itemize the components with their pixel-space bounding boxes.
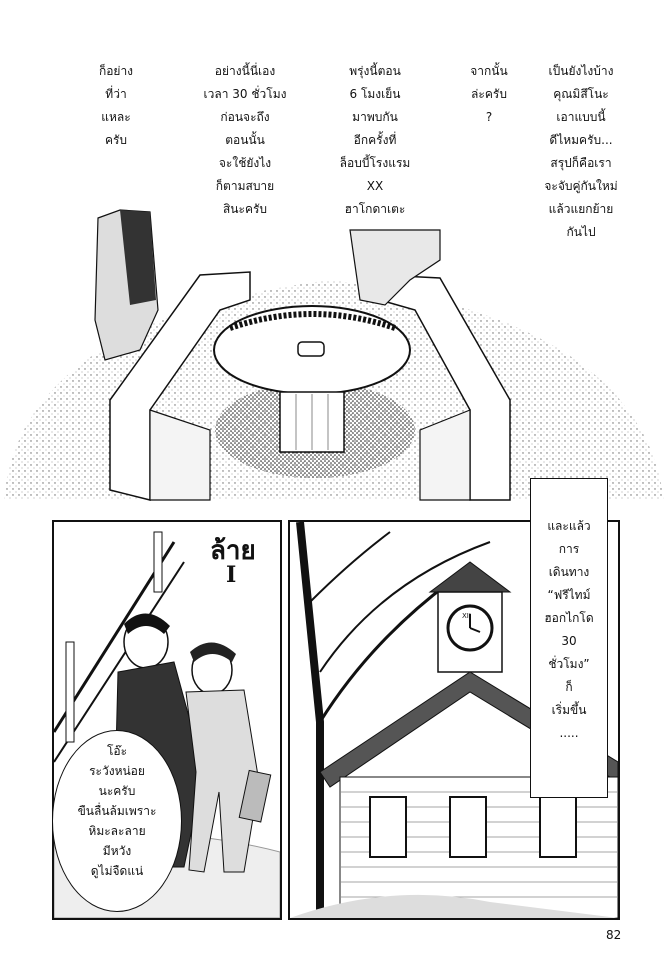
speech-column-4: จากนั้นล่ะครับ? xyxy=(458,60,520,129)
speech-line: ตอนนั้น xyxy=(225,133,265,147)
narration-line: 30 xyxy=(561,634,577,648)
bubble-line: ดูไม่จืดแน่ xyxy=(90,864,144,878)
speech-line: ล็อบบี้โรงแรม xyxy=(339,156,411,170)
speech-line: เอาแบบนี้ xyxy=(556,110,606,124)
speech-line: แหละ xyxy=(101,110,131,124)
bubble-line: ระวังหน่อย xyxy=(89,764,145,778)
bubble-line: หิมะละลาย xyxy=(88,824,146,838)
speech-line: ก่อนจะถึง xyxy=(220,110,270,124)
narration-line: “ฟรีไทม์ xyxy=(547,588,591,602)
speech-line: อย่างนี้นี่เอง xyxy=(214,64,276,78)
speech-line: ฮาโกดาเตะ xyxy=(344,202,406,216)
speech-line: คุณมิสึโนะ xyxy=(553,87,609,101)
bubble-line: ขืนลื่นล้มเพราะ xyxy=(77,804,157,818)
speech-line: เวลา 30 ชั่วโมง xyxy=(203,87,287,101)
speech-line: สินะครับ xyxy=(222,202,268,216)
speech-line: กันไป xyxy=(566,225,596,239)
narration-box: และแล้วการเดินทาง “ฟรีไทม์ฮอกไกโด 30 ชั่วโม… xyxy=(530,478,608,798)
narration-line: การ xyxy=(558,542,580,556)
narration-line: ฮอกไกโด xyxy=(544,611,594,625)
speech-line: พรุ่งนี้ตอน xyxy=(349,64,401,78)
speech-line: จากนั้น xyxy=(470,64,508,78)
sound-effect: ล้าย xyxy=(210,536,256,566)
speech-line: 6 โมงเย็น xyxy=(349,87,401,101)
speech-line: ดีไหมครับ... xyxy=(549,133,613,147)
speech-column-1: ก็อย่างที่ว่าแหละครับ xyxy=(88,60,144,152)
sound-effect-mark: I xyxy=(226,562,237,588)
speech-line: จะจับคู่กันใหม่ xyxy=(544,179,618,193)
narration-line: เดินทาง xyxy=(548,565,590,579)
narration-line: ชั่วโมง” xyxy=(548,657,590,671)
speech-line: ก็อย่าง xyxy=(98,64,134,78)
speech-line: ครับ xyxy=(104,133,128,147)
speech-line: จะใช้ยังไง xyxy=(218,156,272,170)
clock-numeral: XII xyxy=(462,612,471,620)
bubble-line: โอ๊ะ xyxy=(106,744,128,758)
plaza-illustration xyxy=(0,200,668,506)
speech-line: ที่ว่า xyxy=(105,87,127,101)
speech-line: ก็ตามสบาย xyxy=(215,179,275,193)
bubble-line: มีหวัง xyxy=(102,844,132,858)
speech-line: XX xyxy=(366,179,384,193)
speech-line: มาพบกัน xyxy=(352,110,398,124)
speech-column-2: อย่างนี้นี่เองเวลา 30 ชั่วโมงก่อนจะถึงตอ… xyxy=(190,60,300,221)
plaza-art xyxy=(4,209,664,501)
speech-line: สรุปก็คือเรา xyxy=(550,156,612,170)
speech-line: ? xyxy=(485,110,493,124)
narration-line: ก็ xyxy=(565,680,573,694)
speech-column-3: พรุ่งนี้ตอน 6 โมงเย็นมาพบกันอีกครั้งที่ล็… xyxy=(320,60,430,221)
speech-line: อีกครั้งที่ xyxy=(353,133,397,147)
narration-line: และแล้ว xyxy=(547,519,591,533)
speech-line: เป็นยังไงบ้าง xyxy=(548,64,614,78)
speech-line: แล้วแยกย้าย xyxy=(548,202,614,216)
speech-column-5: เป็นยังไงบ้างคุณมิสึโนะเอาแบบนี้ดีไหมครั… xyxy=(528,60,634,244)
narration-line: ..... xyxy=(559,726,579,740)
page-number: 82 xyxy=(606,928,622,942)
speech-bubble-left: โอ๊ะระวังหน่อยนะครับขืนลื่นล้มเพราะหิมะล… xyxy=(52,730,182,912)
bubble-line: นะครับ xyxy=(98,784,136,798)
speech-line: ล่ะครับ xyxy=(471,87,507,101)
narration-line: เริ่มขึ้น xyxy=(551,703,587,717)
